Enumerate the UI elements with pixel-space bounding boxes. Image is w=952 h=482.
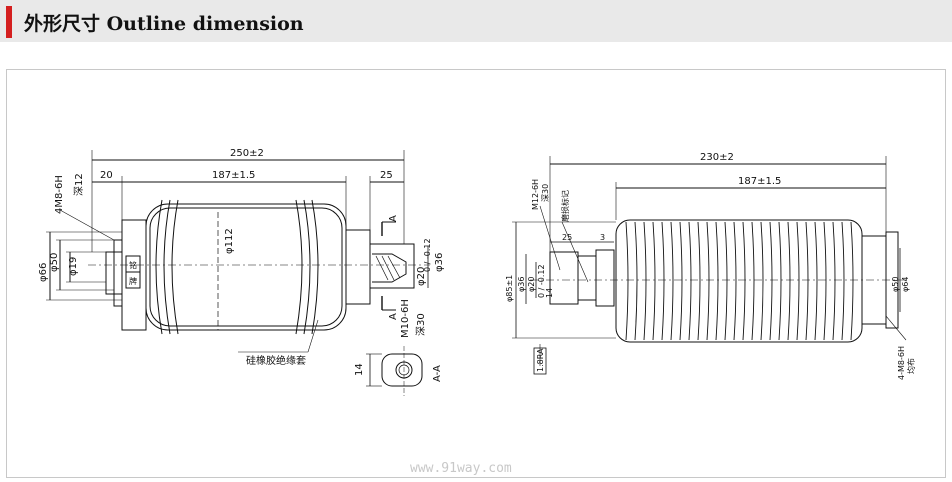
depth-30-right: 深30 [541, 184, 550, 202]
thread-4m8: 4M8-6H [54, 175, 65, 214]
dia-36-left: φ36 [434, 253, 445, 272]
body-rib [733, 221, 737, 341]
header-accent-bar [6, 6, 12, 38]
right-left-collar [595, 249, 615, 307]
depth-30-left: 深30 [415, 313, 427, 336]
ra-box [533, 347, 547, 375]
body-rib [652, 221, 656, 341]
right-flange [345, 229, 371, 305]
left-labels: 250±2 187±1.5 20 25 4M8-6H 深12 φ66 φ50 φ… [38, 148, 445, 382]
right-left-step [577, 255, 597, 301]
thread-m10: M10-6H [400, 299, 411, 338]
body-rib [850, 221, 854, 341]
moving-stem [369, 243, 415, 289]
dia-20-tol-left: 0 / -0.12 [423, 238, 432, 272]
body-rib [787, 221, 791, 341]
nameplate-cell-2: 牌 [129, 276, 137, 286]
body-rib [715, 221, 719, 341]
dia-85: φ85±1 [505, 275, 514, 302]
body-rib [760, 221, 764, 341]
body-rib [697, 221, 701, 341]
nameplate-cell-1: 铭 [129, 260, 137, 270]
drawing-frame [6, 69, 946, 478]
watermark: www.91way.com [410, 461, 512, 476]
body-rib [742, 221, 746, 341]
thread-4m8-note: 均布 [906, 358, 916, 374]
section-label-aa: A-A [432, 365, 443, 382]
body-rib [778, 221, 782, 341]
ra-label: 1.8RA [536, 348, 545, 372]
dim-25-right: 25 [562, 233, 572, 242]
section-title: 外形尺寸 Outline dimension [24, 13, 304, 35]
body-rib [832, 221, 836, 341]
dia-112: φ112 [224, 228, 235, 254]
thread-m12: M12-6H [531, 179, 540, 210]
dia-20-right: φ20 [527, 277, 536, 292]
body-rib [643, 221, 647, 341]
main-body-inner [149, 207, 343, 327]
main-body [145, 203, 347, 331]
left-stud-inner [113, 239, 123, 307]
dim-20: 20 [100, 170, 113, 181]
dim-14-right: 14 [545, 288, 554, 298]
body-rib [769, 221, 773, 341]
thread-4m8-right: 4-M8-6H [897, 346, 906, 380]
dia-20-tol-right: 0 / -0.12 [537, 264, 546, 298]
dia-64: φ64 [901, 277, 910, 292]
right-drawing [512, 156, 907, 375]
right-sheds [295, 199, 319, 335]
right-left-stud [549, 251, 579, 305]
section-aa-outline [381, 353, 423, 387]
body-rib [823, 221, 827, 341]
dia-19: φ19 [68, 257, 79, 276]
body-rib [670, 221, 674, 341]
section-mark-top: A [388, 215, 399, 222]
dia-36-right: φ36 [517, 277, 526, 292]
label-insulation: 硅橡胶绝缘套 [246, 354, 306, 367]
left-drawing [46, 150, 430, 396]
body-rib [841, 221, 845, 341]
dim-187-right: 187±1.5 [738, 176, 781, 187]
body-rib [661, 221, 665, 341]
body-rib [634, 221, 638, 341]
depth-12: 深12 [73, 173, 85, 196]
wear-mark: 磨损标记 [560, 190, 570, 222]
dia-50: φ50 [49, 253, 60, 272]
dim-250: 250±2 [230, 148, 264, 159]
body-rib [751, 221, 755, 341]
dim-230: 230±2 [700, 152, 734, 163]
dim-187: 187±1.5 [212, 170, 255, 181]
body-ribs [625, 221, 854, 341]
dia-66: φ66 [38, 263, 49, 282]
stem-thread [372, 253, 407, 283]
left-sheds [155, 199, 179, 335]
body-rib [688, 221, 692, 341]
right-labels: 230±2 187±1.5 M12-6H 深30 磨损标记 25 3 14 φ8… [505, 152, 916, 380]
dim-3: 3 [600, 233, 605, 242]
dim-25-left: 25 [380, 170, 393, 181]
section-mark-bottom: A [388, 313, 399, 320]
dia-20-left: φ20 [416, 267, 427, 286]
section-header: 外形尺寸 Outline dimension [0, 0, 952, 42]
body-rib [814, 221, 818, 341]
dia-50-right: φ50 [891, 277, 900, 292]
body-rib [805, 221, 809, 341]
body-rib [724, 221, 728, 341]
section-dim-14: 14 [354, 363, 365, 376]
body-rib [706, 221, 710, 341]
body-rib [679, 221, 683, 341]
body-rib [796, 221, 800, 341]
body-rib [625, 221, 629, 341]
